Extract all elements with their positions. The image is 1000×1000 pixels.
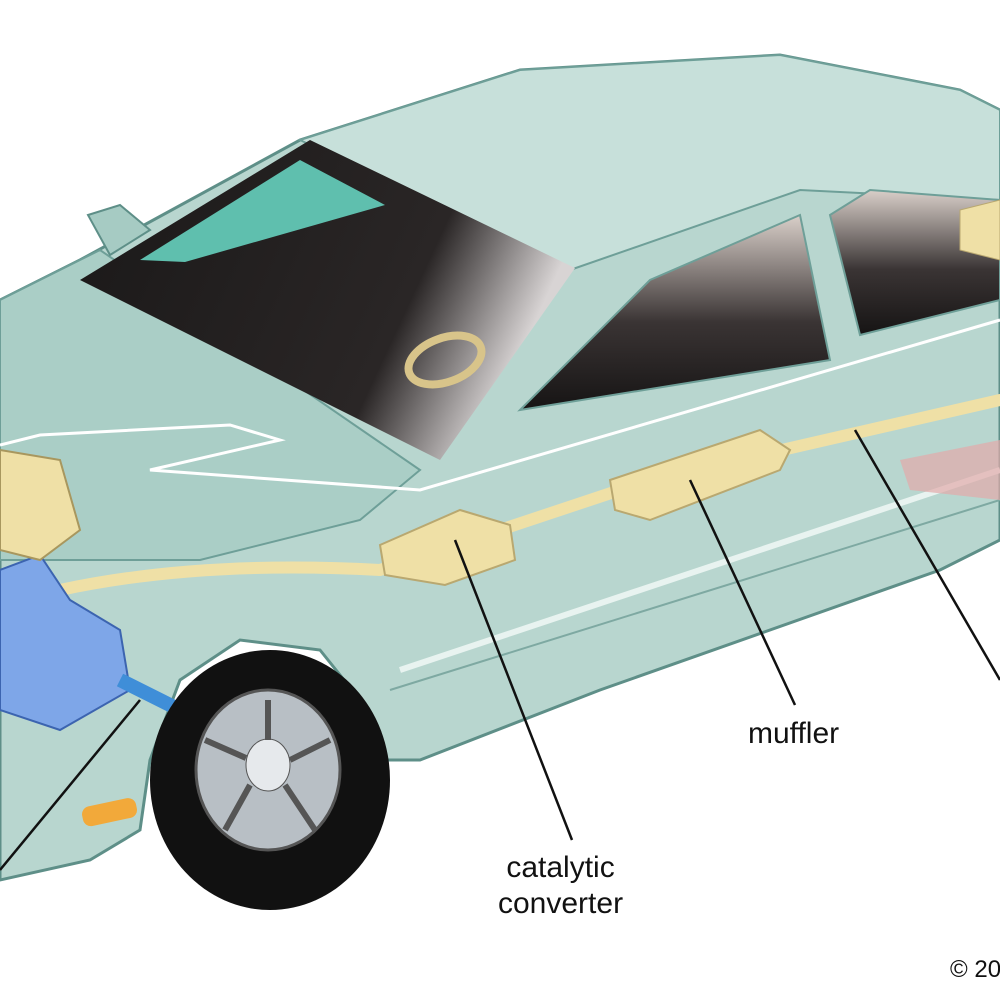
hub xyxy=(245,738,291,792)
catalytic-converter-label: catalytic converter xyxy=(498,850,623,922)
engine-top xyxy=(0,448,82,562)
copyright-text: © 20 xyxy=(950,956,1000,983)
catalytic-converter xyxy=(378,508,517,587)
catalytic-converter-leader xyxy=(453,539,574,841)
roof xyxy=(297,53,1000,272)
rear-taillight xyxy=(900,440,1000,500)
exhaust-pipe xyxy=(54,394,1000,596)
tailpipe-leader xyxy=(853,429,1000,681)
windshield-tint xyxy=(140,160,385,262)
catalytic-converter-label-line2: converter xyxy=(498,887,624,920)
muffler-leader xyxy=(688,479,797,706)
steering-wheel xyxy=(404,331,486,389)
engine-leader xyxy=(0,699,141,871)
body-side-line xyxy=(399,467,1000,673)
front-side-window xyxy=(517,213,832,412)
side-marker-light xyxy=(82,798,138,827)
side-mirror xyxy=(86,203,152,257)
rear-component xyxy=(959,199,1000,261)
engine-block xyxy=(0,553,132,732)
catalytic-converter-label-line1: catalytic xyxy=(506,851,615,884)
muffler-label: muffler xyxy=(748,717,840,750)
muffler xyxy=(608,428,792,522)
rear-side-window xyxy=(828,188,1000,337)
brake-line xyxy=(0,318,1000,492)
